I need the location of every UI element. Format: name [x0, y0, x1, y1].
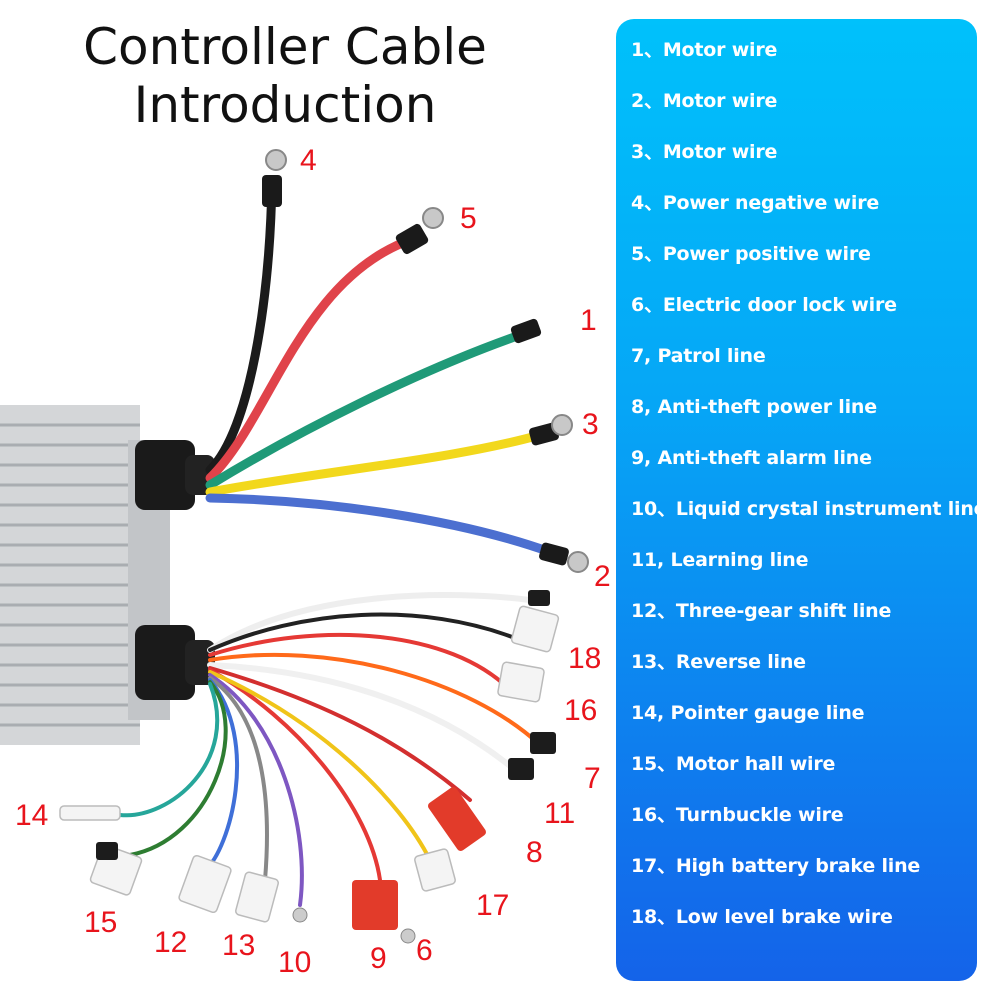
callout-16: 16 — [564, 694, 598, 727]
legend-item: 4、Power negative wire — [631, 192, 880, 214]
legend-item: 11, Learning line — [631, 549, 809, 571]
callout-8: 8 — [526, 836, 543, 869]
callout-2: 2 — [594, 560, 611, 593]
legend-item: 7, Patrol line — [631, 345, 766, 367]
wire-1-green — [205, 330, 525, 490]
callout-13: 13 — [222, 929, 256, 962]
callout-18: 18 — [568, 642, 602, 675]
wire-3-yellow — [205, 430, 545, 497]
legend-item: 6、Electric door lock wire — [631, 294, 897, 316]
wire-2-blue — [205, 493, 555, 557]
legend-item: 8, Anti-theft power line — [631, 396, 877, 418]
wire-5-red — [205, 235, 415, 483]
legend-item: 10、Liquid crystal instrument line — [631, 498, 987, 520]
wire-4-black — [205, 175, 277, 475]
callout-11: 11 — [544, 797, 576, 830]
cable-gland-top — [135, 440, 215, 510]
legend-item: 5、Power positive wire — [631, 243, 871, 265]
legend-item: 15、Motor hall wire — [631, 753, 836, 775]
cable-gland-bottom — [135, 625, 215, 700]
callout-6: 6 — [416, 934, 433, 967]
wire-legend-panel: 1、Motor wire 2、Motor wire 3、Motor wire 4… — [616, 19, 987, 981]
callout-1: 1 — [580, 304, 597, 337]
legend-item: 12、Three-gear shift line — [631, 600, 892, 622]
title-line-1: Controller Cable — [83, 18, 487, 76]
callout-9: 9 — [370, 942, 387, 975]
legend-item: 14, Pointer gauge line — [631, 702, 865, 724]
legend-item: 16、Turnbuckle wire — [631, 804, 844, 826]
callout-7: 7 — [584, 762, 601, 795]
callout-5: 5 — [460, 202, 477, 235]
legend-item: 18、Low level brake wire — [631, 906, 893, 928]
legend-item: 3、Motor wire — [631, 141, 778, 163]
callout-10: 10 — [278, 946, 312, 979]
legend-item: 9, Anti-theft alarm line — [631, 447, 872, 469]
callout-17: 17 — [476, 889, 510, 922]
callout-3: 3 — [582, 408, 599, 441]
legend-item: 17、High battery brake line — [631, 855, 921, 877]
wire-legend-list: 1、Motor wire 2、Motor wire 3、Motor wire 4… — [631, 39, 987, 957]
callout-14: 14 — [15, 799, 49, 832]
title-line-2: Introduction — [133, 76, 437, 134]
callout-4: 4 — [300, 144, 317, 177]
legend-item: 2、Motor wire — [631, 90, 778, 112]
legend-item: 13、Reverse line — [631, 651, 806, 673]
legend-item: 1、Motor wire — [631, 39, 778, 61]
callout-12: 12 — [154, 926, 188, 959]
page-title: Controller Cable Introduction — [40, 18, 530, 134]
callout-15: 15 — [84, 906, 118, 939]
